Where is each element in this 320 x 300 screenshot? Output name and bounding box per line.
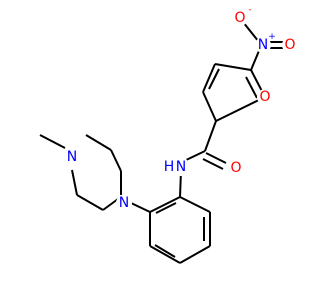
atom-pip-n-top: N xyxy=(64,149,80,165)
phenyl-double-2 xyxy=(154,244,176,258)
atom-furan-o: O xyxy=(257,89,273,105)
furan-bond-c4-c5 xyxy=(214,63,252,71)
atom-amide-o: O xyxy=(228,160,244,176)
atom-label: N xyxy=(258,37,268,53)
bond-c2-carbonyl xyxy=(204,120,217,152)
pip-bond-4 xyxy=(76,194,104,211)
bond-carbonyl-o-1 xyxy=(205,152,227,164)
phenyl-bond-1 xyxy=(179,196,211,213)
bond-layer xyxy=(39,21,283,264)
atom-label: O xyxy=(284,37,295,53)
furan-bond-o-c2 xyxy=(215,96,266,122)
atom-label: N xyxy=(119,195,129,211)
atom-layer: O - N + O O O H N N xyxy=(64,5,298,211)
molecule-structure: O - N + O O O H N N xyxy=(39,5,298,264)
atom-label: N xyxy=(176,159,186,175)
furan-bond-c2-c5-double xyxy=(245,76,258,99)
pip-bond-2 xyxy=(85,134,112,151)
phenyl-double-3 xyxy=(155,202,177,214)
atom-nitro-n: N + xyxy=(255,32,276,53)
charge-label: + xyxy=(268,32,276,42)
charge-label: - xyxy=(248,5,251,15)
atom-label: O xyxy=(230,160,241,176)
phenyl-bond-3 xyxy=(179,245,211,264)
pip-bond-1 xyxy=(110,149,122,172)
atom-nitro-o-top: O - xyxy=(232,5,252,26)
bond-nitro-n-o-top xyxy=(242,21,260,43)
atom-label: N xyxy=(67,149,77,165)
atom-label: O xyxy=(234,10,245,26)
atom-pip-n-bottom: N xyxy=(116,195,132,211)
bond-pip-n-methyl xyxy=(39,134,66,149)
bond-carbonyl-o-2 xyxy=(202,158,224,170)
pip-bond-3 xyxy=(71,169,78,196)
atom-h-label: H xyxy=(164,159,175,175)
bond-phenyl-pip-n xyxy=(130,202,151,213)
bond-carbonyl-amide-n xyxy=(183,150,206,162)
phenyl-bond-6 xyxy=(149,196,181,213)
atom-nitro-o-right: O xyxy=(282,37,298,53)
phenyl-bond-4 xyxy=(149,245,181,264)
atom-label: O xyxy=(259,89,270,105)
furan-bond-c2-c3 xyxy=(202,91,217,122)
furan-bond-c3-c4-inner xyxy=(208,68,220,90)
pip-bond-5 xyxy=(102,198,119,211)
furan-bond-c3-c4 xyxy=(202,63,216,93)
atom-amide-n: H N xyxy=(159,158,188,176)
